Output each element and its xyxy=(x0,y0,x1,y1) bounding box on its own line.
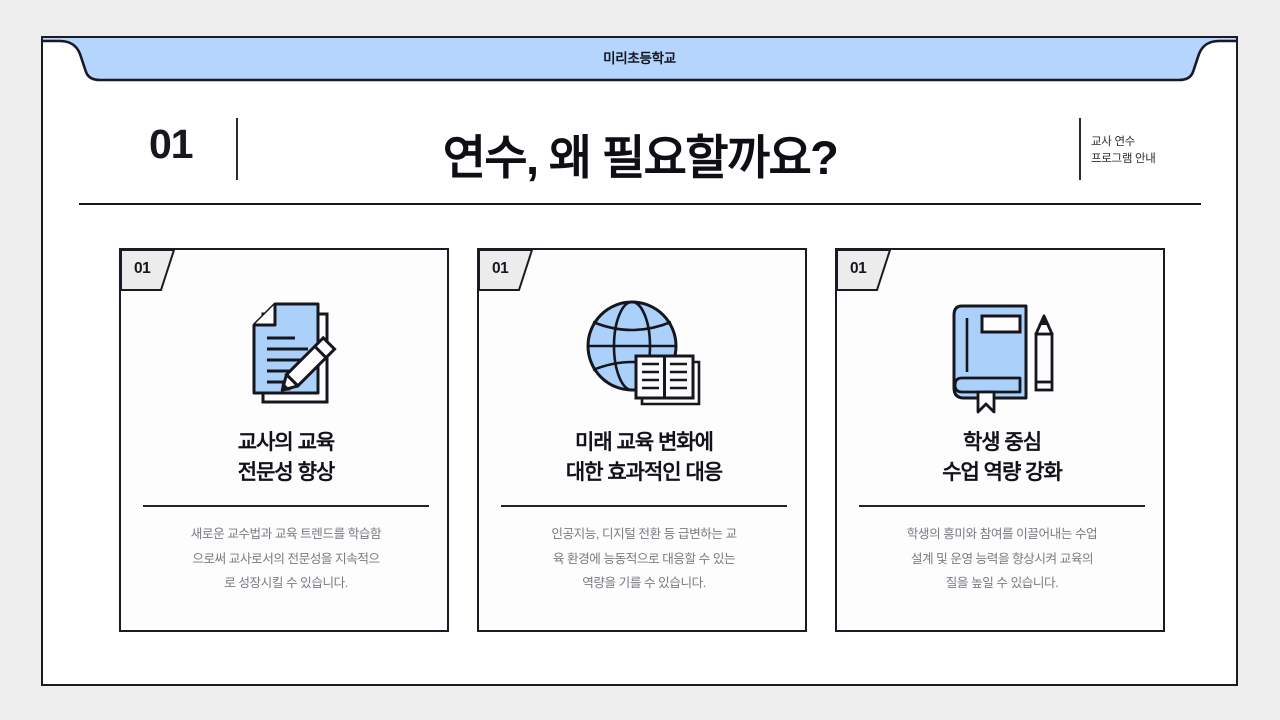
card-body: 새로운 교수법과 교육 트렌드를 학습함 으로써 교사로서의 전문성을 지속적으… xyxy=(141,522,431,596)
banner-shape xyxy=(43,38,1236,82)
title-row: 01 연수, 왜 필요할까요? 교사 연수 프로그램 안내 xyxy=(77,110,1203,204)
card-tab-shape xyxy=(120,249,176,291)
card-tab xyxy=(836,249,900,291)
slide-frame: 미리초등학교 01 연수, 왜 필요할까요? 교사 연수 프로그램 안내 01 xyxy=(41,36,1238,686)
card-title-line-2: 수업 역량 강화 xyxy=(942,460,1063,484)
card-tab-number: 01 xyxy=(850,260,867,277)
card-rule xyxy=(501,505,787,507)
card-body: 인공지능, 디지털 전환 등 급변하는 교 육 환경에 능동적으로 대응할 수 … xyxy=(499,522,789,596)
title-rule xyxy=(79,203,1201,206)
card-body-line-3: 역량을 기를 수 있습니다. xyxy=(582,576,706,591)
card-tab-number: 01 xyxy=(492,260,509,277)
card-list: 01 xyxy=(119,248,1165,632)
card-rule xyxy=(859,505,1145,507)
card-tab xyxy=(120,249,184,291)
card-item[interactable]: 01 xyxy=(477,248,807,632)
card-title-line-1: 교사의 교육 xyxy=(237,431,335,454)
title-aside: 교사 연수 프로그램 안내 xyxy=(1091,134,1203,167)
slide-number: 01 xyxy=(149,121,194,167)
card-body-line-2: 으로써 교사로서의 전문성을 지속적으 xyxy=(192,551,380,566)
card-title-line-1: 미래 교육 변화에 xyxy=(575,431,714,454)
card-title-line-1: 학생 중심 xyxy=(962,431,1042,454)
title-aside-line-1: 교사 연수 xyxy=(1091,136,1136,148)
card-title: 학생 중심 수업 역량 강화 xyxy=(849,428,1155,488)
card-body-line-2: 설계 및 운영 능력을 향상시켜 교육의 xyxy=(910,551,1094,566)
title-aside-line-2: 프로그램 안내 xyxy=(1091,152,1156,165)
card-tab-number: 01 xyxy=(134,260,151,277)
school-name-label: 미리초등학교 xyxy=(603,51,676,66)
card-body-line-2: 육 환경에 능동적으로 대응할 수 있는 xyxy=(552,551,736,566)
school-banner: 미리초등학교 xyxy=(43,38,1236,82)
card-body-line-3: 질을 높일 수 있습니다. xyxy=(945,576,1059,591)
title-right-divider xyxy=(1079,118,1081,180)
card-item[interactable]: 01 xyxy=(119,248,449,632)
card-item[interactable]: 01 xyxy=(835,248,1165,632)
card-title-line-2: 전문성 향상 xyxy=(237,460,335,484)
card-tab-shape xyxy=(478,249,534,291)
book-pencil-icon xyxy=(837,288,1163,420)
document-pencil-icon xyxy=(121,288,447,420)
card-tab xyxy=(478,249,542,291)
globe-book-icon xyxy=(479,288,805,420)
card-body-line-1: 학생의 흥미와 참여를 이끌어내는 수업 xyxy=(906,527,1098,541)
card-title: 미래 교육 변화에 대한 효과적인 대응 xyxy=(491,428,797,488)
card-title-line-2: 대한 효과적인 대응 xyxy=(565,460,723,484)
card-title: 교사의 교육 전문성 향상 xyxy=(133,428,439,488)
card-body: 학생의 흥미와 참여를 이끌어내는 수업 설계 및 운영 능력을 향상시켜 교육… xyxy=(857,522,1147,596)
card-rule xyxy=(143,505,429,507)
title-left-divider xyxy=(236,118,238,180)
card-body-line-3: 로 성장시킬 수 있습니다. xyxy=(224,576,348,591)
card-body-line-1: 새로운 교수법과 교육 트렌드를 학습함 xyxy=(190,527,382,541)
card-body-line-1: 인공지능, 디지털 전환 등 급변하는 교 xyxy=(551,527,737,541)
page-title: 연수, 왜 필요할까요? xyxy=(442,130,839,184)
card-tab-shape xyxy=(836,249,892,291)
